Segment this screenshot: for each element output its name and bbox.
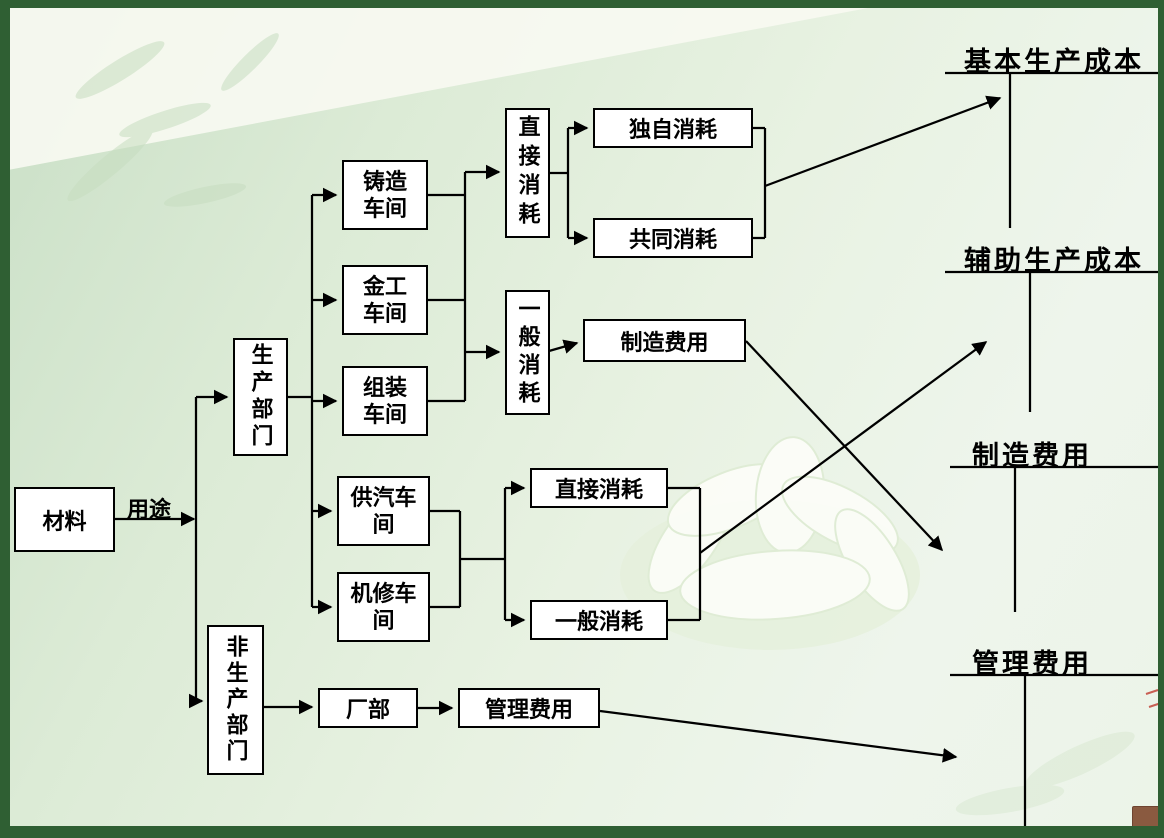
t-account-manufacturing-overhead: 制造费用	[972, 441, 1092, 471]
node-direct-consumption-main: 直接消耗	[505, 108, 550, 238]
node-common-consumption: 共同消耗	[593, 218, 753, 258]
node-steam-workshop: 供汽车 间	[337, 476, 430, 546]
t-account-auxiliary-production-cost: 辅助生产成本	[964, 246, 1144, 276]
diagonal-band-shape	[8, 8, 868, 170]
connectors	[114, 71, 1164, 833]
node-manufacturing-overhead-box: 制造费用	[583, 319, 746, 362]
node-general-consumption-aux: 一般消耗	[530, 600, 668, 640]
node-repair-workshop: 机修车 间	[337, 572, 430, 642]
node-production-dept: 生产部门	[233, 338, 288, 456]
node-direct-consumption-aux: 直接消耗	[530, 468, 668, 508]
node-factory-headquarters: 厂部	[318, 688, 418, 728]
t-account-admin-expense: 管理费用	[972, 649, 1092, 679]
node-metal-workshop: 金工 车间	[342, 265, 428, 335]
leaves-decoration-icon	[67, 33, 279, 207]
node-casting-workshop: 铸造 车间	[342, 160, 428, 230]
node-non-production-dept: 非生产部门	[207, 625, 264, 775]
node-admin-expense-box: 管理费用	[458, 688, 600, 728]
t-account-basic-production-cost: 基本生产成本	[964, 47, 1144, 77]
foliage-decoration-icon	[955, 731, 1135, 816]
brown-square-decoration	[1132, 806, 1164, 836]
edge-label-usage: 用途	[127, 497, 172, 522]
node-sole-consumption: 独自消耗	[593, 108, 753, 148]
node-materials: 材料	[14, 487, 115, 552]
node-general-consumption-main: 一般消耗	[505, 290, 550, 415]
node-assembly-workshop: 组装 车间	[342, 366, 428, 436]
